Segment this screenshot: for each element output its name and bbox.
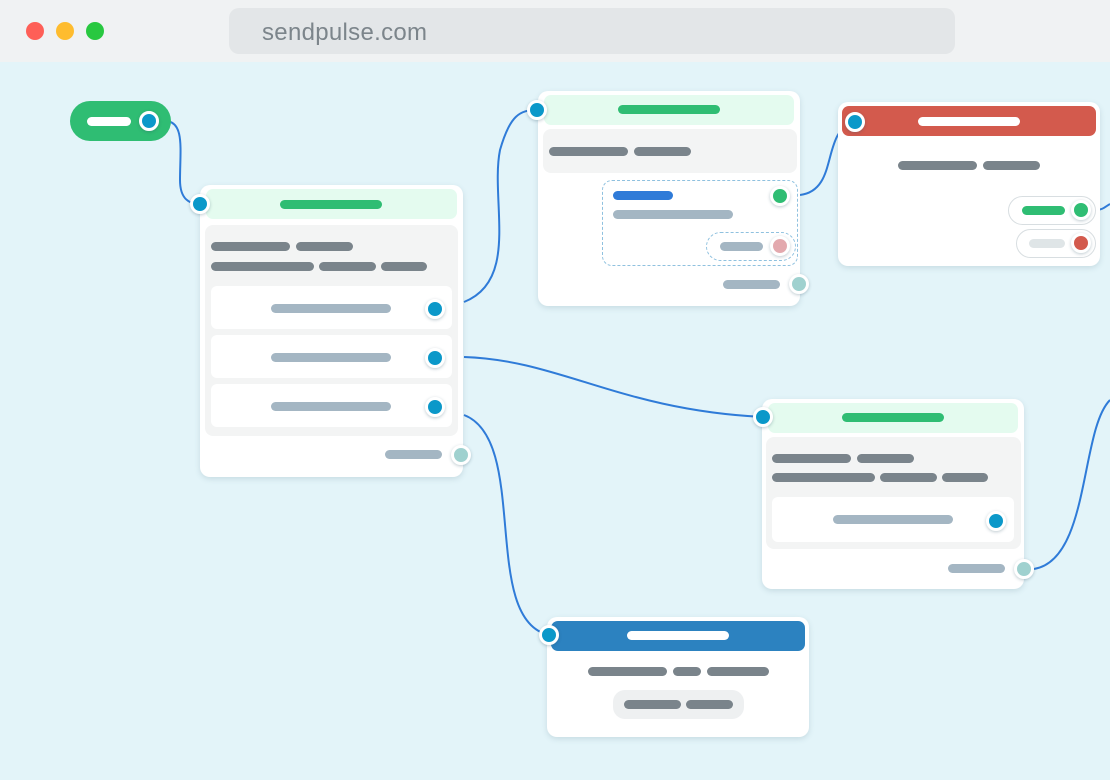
start-trigger-node[interactable] <box>70 101 171 141</box>
message-node-1-next-port[interactable] <box>451 445 471 465</box>
message-node-2-input-port[interactable] <box>527 100 547 120</box>
action-tag-chip[interactable] <box>613 690 744 719</box>
message-node-1-content <box>205 225 458 436</box>
text-line <box>898 161 977 170</box>
text-line <box>673 667 701 676</box>
message-button-row[interactable] <box>211 286 452 329</box>
next-step-label-placeholder <box>723 280 780 289</box>
text-line <box>634 147 691 156</box>
text-line <box>857 454 914 463</box>
browser-titlebar: sendpulse.com <box>0 0 1110 62</box>
condition-block[interactable] <box>602 180 798 266</box>
action-node-red-input-port[interactable] <box>845 112 865 132</box>
button-3-output-port[interactable] <box>425 397 445 417</box>
condition-true-port[interactable] <box>770 186 790 206</box>
text-line <box>772 473 875 482</box>
start-label-placeholder <box>87 117 131 126</box>
condition-else-port[interactable] <box>770 236 790 256</box>
header-title-placeholder <box>618 105 720 114</box>
failure-output-port[interactable] <box>1071 233 1091 253</box>
text-line <box>983 161 1040 170</box>
message-node-1[interactable] <box>200 185 463 477</box>
message-node-2[interactable] <box>538 91 800 306</box>
text-line <box>549 147 628 156</box>
message-node-3-next-port[interactable] <box>1014 559 1034 579</box>
header-title-placeholder <box>280 200 382 209</box>
wire-message-3-to-offscreen <box>1033 399 1110 570</box>
text-line <box>296 242 353 251</box>
header-title-placeholder <box>627 631 729 640</box>
text-line <box>381 262 427 271</box>
action-node-blue[interactable] <box>547 617 809 737</box>
message-node-3-content <box>766 437 1021 549</box>
button-1-output-port[interactable] <box>425 299 445 319</box>
text-line <box>319 262 376 271</box>
next-step-label-placeholder <box>385 450 442 459</box>
action-node-red[interactable] <box>838 102 1100 266</box>
minimize-window-button[interactable] <box>56 22 74 40</box>
action-node-red-header <box>842 106 1096 136</box>
text-line <box>707 667 769 676</box>
header-title-placeholder <box>842 413 944 422</box>
text-line <box>211 242 290 251</box>
tag-label-placeholder <box>624 700 681 709</box>
button-label-placeholder <box>271 402 391 411</box>
wire-message-1-to-message-2 <box>463 109 538 303</box>
text-line <box>880 473 937 482</box>
maximize-window-button[interactable] <box>86 22 104 40</box>
condition-else-pill[interactable] <box>706 232 796 261</box>
text-line <box>772 454 851 463</box>
success-output-port[interactable] <box>1071 200 1091 220</box>
button-label-placeholder <box>833 515 953 524</box>
message-node-1-input-port[interactable] <box>190 194 210 214</box>
message-node-2-content <box>543 129 797 173</box>
button-label-placeholder <box>271 353 391 362</box>
message-node-3[interactable] <box>762 399 1024 589</box>
next-step-label-placeholder <box>948 564 1005 573</box>
start-output-port[interactable] <box>139 111 159 131</box>
condition-title-placeholder <box>613 191 673 200</box>
else-label-placeholder <box>720 242 763 251</box>
message-button-row[interactable] <box>772 497 1014 542</box>
message-node-1-header <box>206 189 457 219</box>
close-window-button[interactable] <box>26 22 44 40</box>
message-node-3-input-port[interactable] <box>753 407 773 427</box>
text-line <box>211 262 314 271</box>
action-node-blue-header <box>551 621 805 651</box>
text-line <box>942 473 988 482</box>
address-bar-url: sendpulse.com <box>262 19 428 46</box>
success-label-placeholder <box>1022 206 1065 215</box>
failure-label-placeholder <box>1029 239 1065 248</box>
message-node-2-next-port[interactable] <box>789 274 809 294</box>
button-output-port[interactable] <box>986 511 1006 531</box>
wire-message-1-to-message-3 <box>463 356 764 418</box>
message-button-row[interactable] <box>211 335 452 378</box>
wire-start-to-message-1 <box>164 120 201 205</box>
condition-text-placeholder <box>613 210 733 219</box>
action-node-blue-input-port[interactable] <box>539 625 559 645</box>
wire-message-1-to-action-blue <box>463 414 550 636</box>
tag-label-placeholder <box>686 700 733 709</box>
message-button-row[interactable] <box>211 384 452 427</box>
text-line <box>588 667 667 676</box>
message-node-2-header <box>544 95 794 125</box>
address-bar[interactable]: sendpulse.com <box>229 8 955 54</box>
button-label-placeholder <box>271 304 391 313</box>
message-node-3-header <box>768 403 1018 433</box>
button-2-output-port[interactable] <box>425 348 445 368</box>
header-title-placeholder <box>918 117 1020 126</box>
